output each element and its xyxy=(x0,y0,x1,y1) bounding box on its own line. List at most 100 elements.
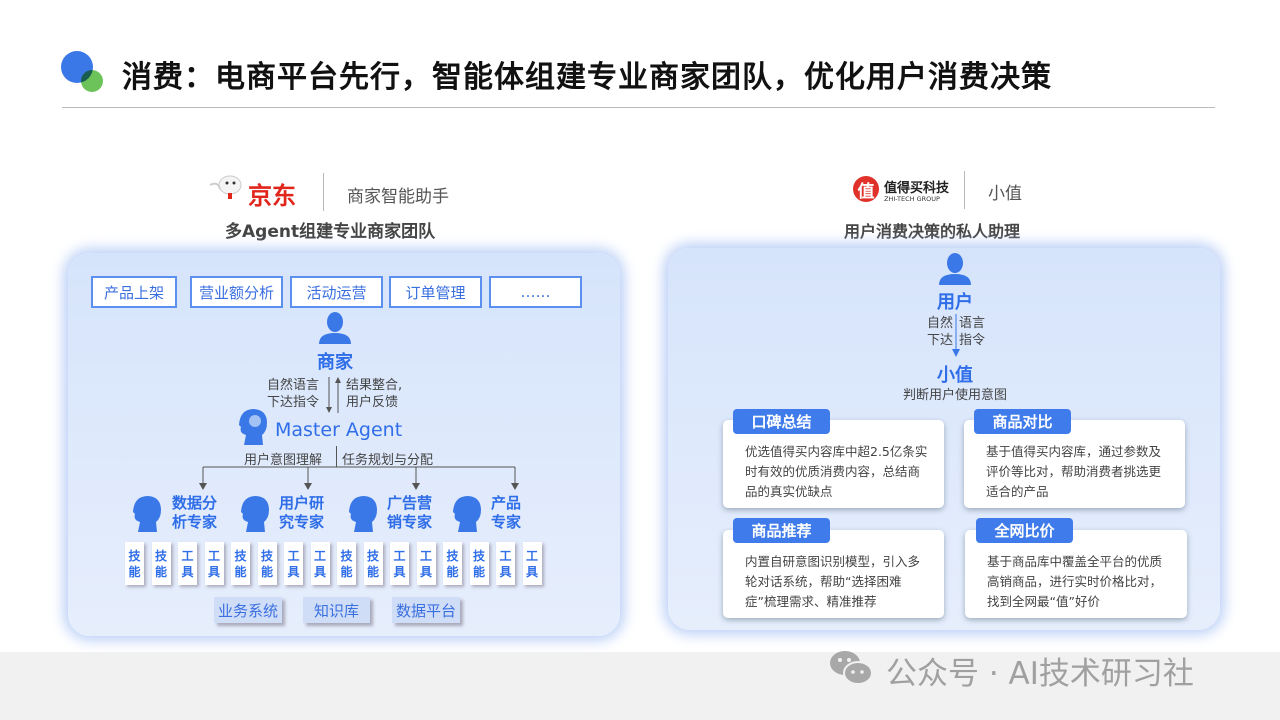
char: 工 xyxy=(419,548,432,563)
task-box: 营业额分析 xyxy=(190,276,283,308)
char: 技 xyxy=(366,548,379,563)
feature-card: 基于值得买内容库，通过参数及评价等比对，帮助消费者挑选更适合的产品 xyxy=(964,420,1185,508)
left-subtitle: 多Agent组建专业商家团队 xyxy=(225,222,436,242)
feature-tag: 商品对比 xyxy=(974,409,1071,434)
task-box: 产品上架 xyxy=(91,276,177,308)
jd-logo-text: 京东 xyxy=(248,182,296,210)
master-agent-head-icon xyxy=(239,409,267,445)
feature-card: 基于商品库中覆盖全平台的优质高销商品，进行实时价格比对，找到全网最“值”好价 xyxy=(965,530,1187,618)
merchant-label: 商家 xyxy=(317,352,353,373)
expert-label: 数据分析专家 xyxy=(172,494,217,532)
char: 能 xyxy=(234,564,247,579)
wechat-icon xyxy=(830,651,873,685)
jd-mascot-icon xyxy=(209,175,242,199)
char: 能 xyxy=(472,564,485,579)
char: 能 xyxy=(128,564,141,579)
skill-box: 技能 xyxy=(125,542,144,585)
skill-box: 技能 xyxy=(363,542,383,585)
line: 产品 xyxy=(491,494,522,512)
master-agent-label: Master Agent xyxy=(275,419,403,441)
char: 能 xyxy=(154,564,167,579)
user-person-icon xyxy=(939,253,971,285)
feature-tag: 商品推荐 xyxy=(733,518,830,543)
footer-account-label: 公众号 · AI技术研习社 xyxy=(886,656,1194,692)
zhi-brand-name: 值得买科技 xyxy=(884,181,950,196)
char: 工 xyxy=(313,548,326,563)
brand-divider xyxy=(964,171,965,209)
tool-box: 工具 xyxy=(522,542,542,585)
char: 具 xyxy=(393,564,406,579)
line: 用户反馈 xyxy=(346,395,399,410)
line: 下达 xyxy=(927,333,954,348)
task-box: 订单管理 xyxy=(389,276,482,308)
line: 用户研 xyxy=(279,494,325,512)
char: 技 xyxy=(128,548,141,563)
char: 能 xyxy=(366,564,379,579)
line: 究专家 xyxy=(279,513,325,531)
char: 具 xyxy=(181,564,194,579)
card-text: 内置自研意图识别模型，引入多轮对话系统，帮助“选择困难症”梳理需求、精准推荐 xyxy=(745,554,921,609)
expert-label: 产品专家 xyxy=(491,494,521,532)
line: 结果整合, xyxy=(346,378,403,393)
line: 指令 xyxy=(959,333,986,348)
divider xyxy=(62,107,1215,108)
left-product-name: 商家智能助手 xyxy=(347,187,449,207)
char: 具 xyxy=(419,564,432,579)
skill-box: 技能 xyxy=(257,542,277,585)
expert-head-icon xyxy=(241,496,269,532)
card-text: 基于商品库中覆盖全平台的优质高销商品，进行实时价格比对，找到全网最“值”好价 xyxy=(987,554,1163,609)
line: 广告营 xyxy=(387,494,433,512)
right-subtitle: 用户消费决策的私人助理 xyxy=(844,222,1021,241)
skill-box: 技能 xyxy=(469,542,489,585)
task-box: …… xyxy=(489,276,582,308)
assistant-label: 小值 xyxy=(937,365,973,386)
system-box: 知识库 xyxy=(303,597,370,623)
expert-head-icon xyxy=(133,496,161,532)
merchant-person-icon xyxy=(319,312,351,344)
expert-head-icon xyxy=(349,496,377,532)
char: 技 xyxy=(446,548,459,563)
line: 自然语言 xyxy=(267,378,320,393)
bidirectional-arrows xyxy=(326,377,341,413)
tool-box: 工具 xyxy=(178,542,197,585)
char: 具 xyxy=(287,564,300,579)
right-product-name: 小值 xyxy=(988,184,1022,204)
char: 具 xyxy=(313,564,326,579)
feature-card: 内置自研意图识别模型，引入多轮对话系统，帮助“选择困难症”梳理需求、精准推荐 xyxy=(723,530,944,618)
task-box: 活动运营 xyxy=(290,276,383,308)
char: 能 xyxy=(446,564,459,579)
branch-arrows xyxy=(199,466,519,490)
skill-box: 技能 xyxy=(443,542,462,585)
tool-box: 工具 xyxy=(204,542,224,585)
brand-divider xyxy=(323,173,324,211)
char: 技 xyxy=(234,548,247,563)
feature-tag: 口碑总结 xyxy=(733,409,830,434)
char: 工 xyxy=(499,548,512,563)
line: 下达指令 xyxy=(267,395,320,410)
down-arrow-icon xyxy=(952,314,960,357)
page-title: 消费：电商平台先行，智能体组建专业商家团队，优化用户消费决策 xyxy=(122,60,1052,95)
char: 工 xyxy=(207,548,220,563)
zhi-logo-icon: 值 xyxy=(853,176,879,202)
instruction-left: 自然下达 xyxy=(927,315,953,349)
tool-box: 工具 xyxy=(390,542,409,585)
down-instruction-label: 自然语言下达指令 xyxy=(267,377,319,411)
char: 具 xyxy=(525,564,538,579)
char: 能 xyxy=(340,564,353,579)
char: 工 xyxy=(525,548,538,563)
skill-box: 技能 xyxy=(337,542,356,585)
up-feedback-label: 结果整合, 用户反馈 xyxy=(346,377,402,411)
planning-label: 任务规划与分配 xyxy=(342,453,434,468)
title-dot-green xyxy=(81,70,103,92)
char: 技 xyxy=(154,548,167,563)
skill-box: 技能 xyxy=(151,542,171,585)
intent-label: 用户意图理解 xyxy=(244,453,323,468)
char: 技 xyxy=(260,548,273,563)
line: 语言 xyxy=(959,316,986,331)
card-text: 基于值得买内容库，通过参数及评价等比对，帮助消费者挑选更适合的产品 xyxy=(986,444,1162,499)
char: 工 xyxy=(181,548,194,563)
char: 技 xyxy=(472,548,485,563)
line: 析专家 xyxy=(172,513,218,531)
char: 具 xyxy=(499,564,512,579)
system-box: 数据平台 xyxy=(392,597,460,623)
